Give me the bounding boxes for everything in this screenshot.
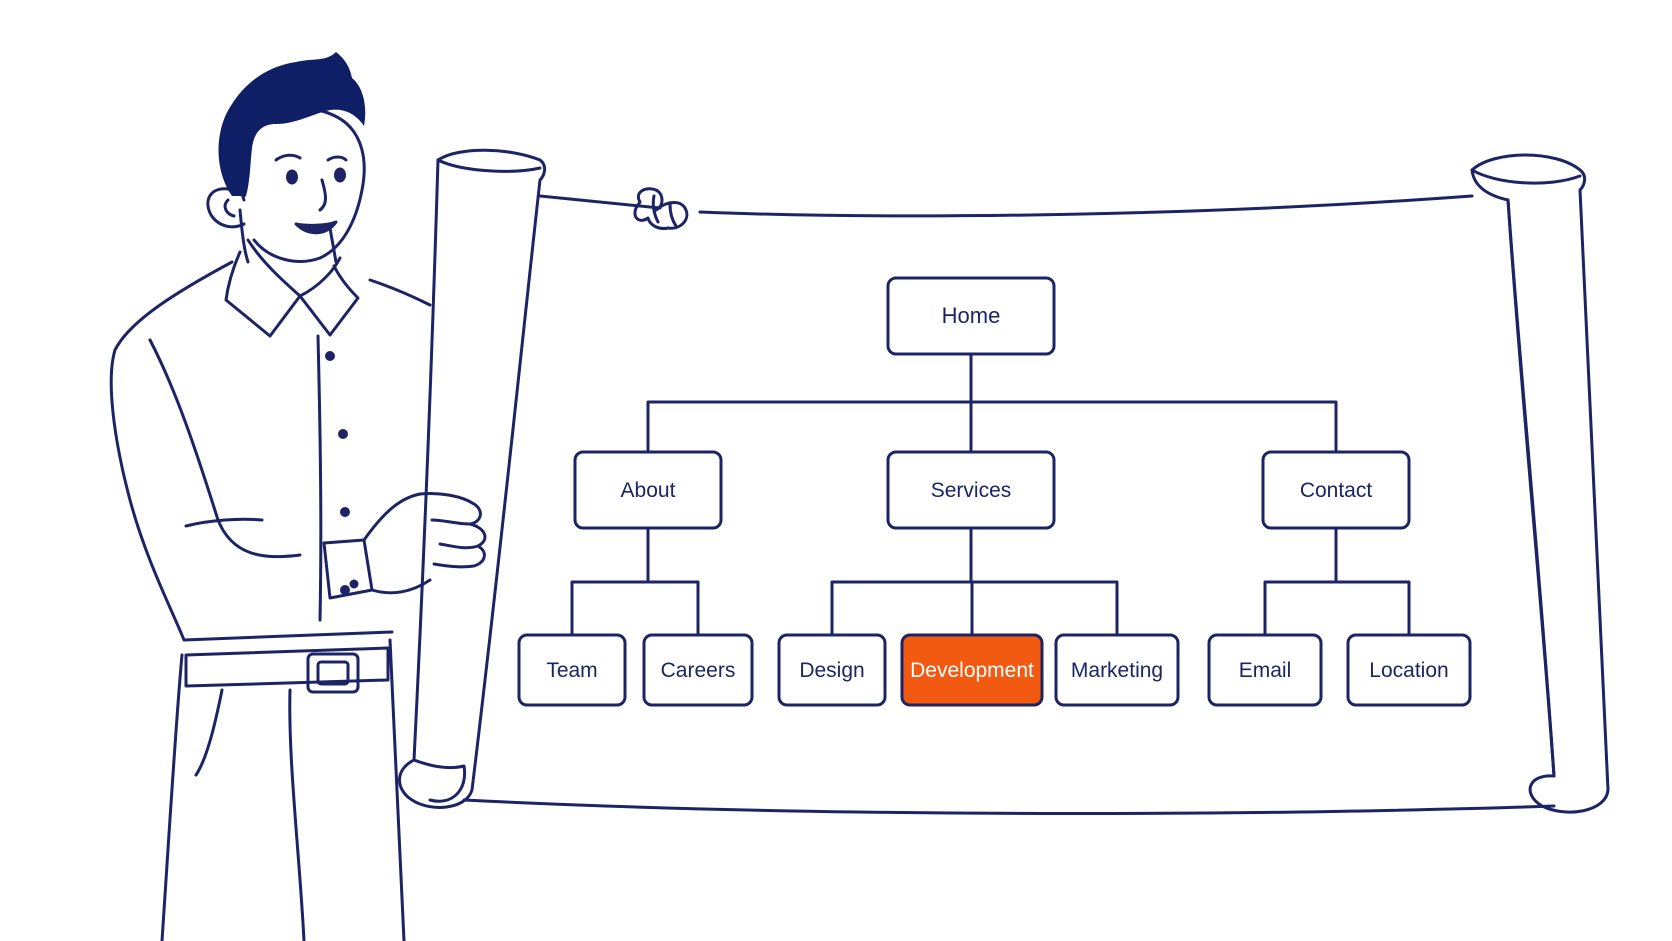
node-box <box>1346 633 1472 707</box>
top-hand <box>633 187 689 230</box>
belt-buckle <box>306 652 360 694</box>
node-label: Contact <box>1300 479 1373 502</box>
smile <box>294 220 338 235</box>
sitemap-node-email: Email <box>1207 633 1323 707</box>
node-label: Design <box>799 659 864 682</box>
hand <box>362 492 487 595</box>
face <box>238 107 366 263</box>
node-label: Location <box>1369 659 1448 682</box>
ear <box>206 187 246 229</box>
shirt-arm <box>148 338 302 559</box>
shirt-button <box>340 585 350 595</box>
node-box <box>1054 633 1180 707</box>
eye <box>286 169 298 185</box>
node-label: Home <box>942 303 1001 328</box>
sitemap-node-location: Location <box>1346 633 1472 707</box>
node-label: Marketing <box>1071 659 1163 682</box>
connector-home-sections <box>646 400 1338 454</box>
eyebrow <box>274 153 302 162</box>
hair <box>218 52 366 196</box>
node-label: Services <box>931 479 1012 502</box>
node-label: Email <box>1239 659 1292 682</box>
scroll-top-edge <box>538 194 1474 218</box>
shirt-button <box>338 429 348 439</box>
shirt-button <box>325 351 335 361</box>
node-box <box>517 633 627 707</box>
sitemap-node-development: Development <box>900 633 1044 707</box>
pants <box>160 638 406 941</box>
sitemap-node-marketing: Marketing <box>1054 633 1180 707</box>
node-box <box>886 450 1056 530</box>
node-box <box>642 633 754 707</box>
node-label: About <box>621 479 676 502</box>
scroll-left-roll <box>398 148 547 809</box>
sitemap-node-design: Design <box>777 633 887 707</box>
sitemap-node-home: Home <box>886 276 1056 356</box>
sitemap-node-careers: Careers <box>642 633 754 707</box>
shirt-button <box>340 507 350 517</box>
nose <box>318 178 327 212</box>
scroll-right-roll <box>1470 153 1610 814</box>
belt <box>184 646 390 688</box>
connector-about-children <box>570 580 700 637</box>
sitemap-node-services: Services <box>886 450 1056 530</box>
person-illustration <box>109 52 487 941</box>
scroll <box>398 148 1610 815</box>
node-box <box>1261 450 1411 530</box>
sitemap-node-team: Team <box>517 633 627 707</box>
node-label: Team <box>546 659 597 682</box>
sitemap-node-contact: Contact <box>1261 450 1411 530</box>
eyebrow <box>326 155 348 162</box>
connector-services-children <box>830 580 1119 637</box>
connector-contact-children <box>1263 580 1411 637</box>
scroll-bottom-edge <box>462 798 1556 815</box>
shirt-collar <box>224 250 360 338</box>
shirt-torso <box>109 260 394 642</box>
node-label: Careers <box>661 659 736 682</box>
node-box <box>1207 633 1323 707</box>
node-label: Development <box>910 659 1034 682</box>
node-box <box>777 633 887 707</box>
node-box <box>900 633 1044 707</box>
eye <box>334 167 346 183</box>
node-box <box>573 450 723 530</box>
sitemap-node-about: About <box>573 450 723 530</box>
node-box <box>886 276 1056 356</box>
